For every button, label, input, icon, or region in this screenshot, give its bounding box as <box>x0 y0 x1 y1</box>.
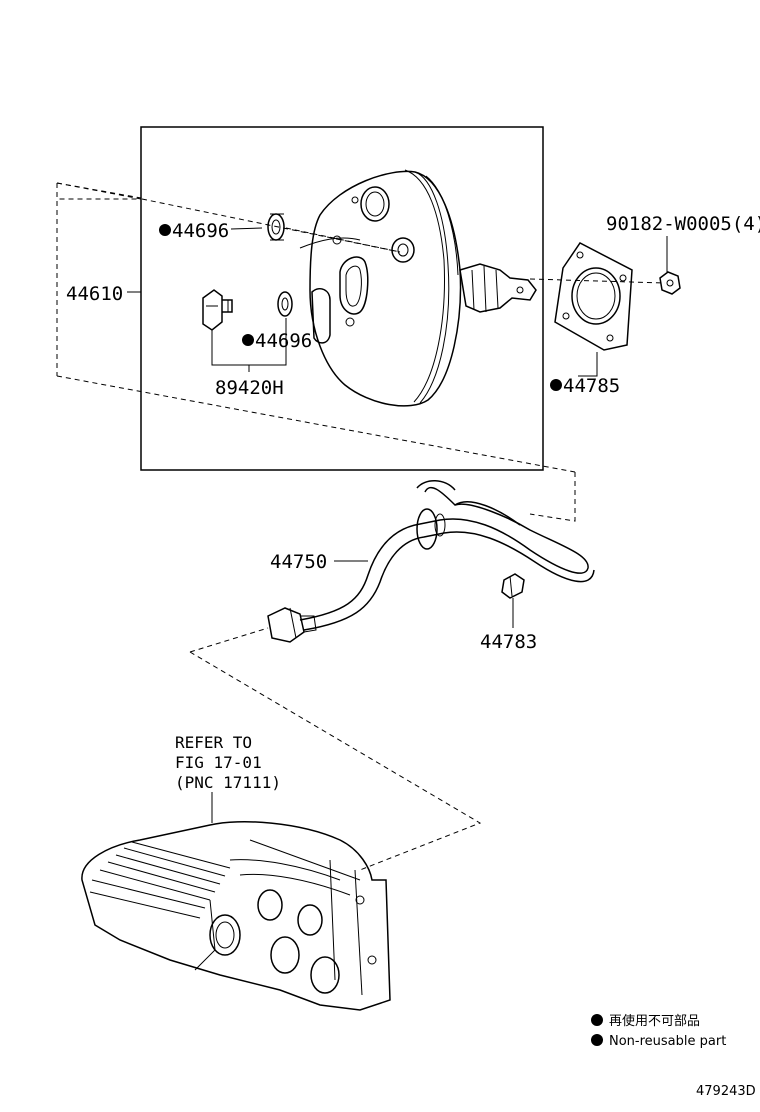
part-label-44696-lower: 44696 <box>242 330 312 352</box>
hose-clip <box>501 573 525 599</box>
legend-marker-en <box>591 1034 603 1046</box>
legend-text-jp: 再使用不可部品 <box>609 1013 700 1029</box>
grommet-lower <box>277 291 293 317</box>
part-label-44610: 44610 <box>66 283 123 305</box>
non-reusable-marker <box>159 224 171 236</box>
legend: 再使用不可部品 Non-reusable part <box>591 1013 726 1049</box>
gasket <box>554 242 633 351</box>
figure-id: 479243D <box>696 1084 756 1099</box>
part-number: 44696 <box>255 330 312 352</box>
nut <box>659 271 681 295</box>
reference-line-1: REFER TO <box>175 733 252 752</box>
reference-line-2: FIG 17-01 <box>175 753 262 772</box>
non-reusable-marker <box>550 379 562 391</box>
legend-marker-jp <box>591 1014 603 1026</box>
assembly-frame <box>140 126 544 471</box>
part-label-44785: 44785 <box>550 375 620 397</box>
part-label-90182: 90182-W0005(4) <box>606 213 760 235</box>
vacuum-hose <box>267 480 595 643</box>
leader-lines <box>127 227 668 823</box>
reference-note: REFER TO FIG 17-01 (PNC 17111) <box>175 733 281 792</box>
part-label-44750: 44750 <box>270 551 327 573</box>
intake-manifold <box>81 821 391 1011</box>
part-label-89420h: 89420H <box>215 377 284 399</box>
part-number: 44696 <box>172 220 229 242</box>
brake-booster <box>299 169 462 407</box>
legend-text-en: Non-reusable part <box>609 1034 726 1049</box>
part-number: 44785 <box>563 375 620 397</box>
reference-line-3: (PNC 17111) <box>175 773 281 792</box>
booster-push-rod <box>459 263 537 313</box>
grommet-upper <box>267 213 285 241</box>
non-reusable-marker <box>242 334 254 346</box>
vacuum-sensor <box>202 289 233 331</box>
dashed-guide-lines <box>56 182 666 871</box>
part-label-44783: 44783 <box>480 631 537 653</box>
part-label-44696-upper: 44696 <box>159 220 229 242</box>
